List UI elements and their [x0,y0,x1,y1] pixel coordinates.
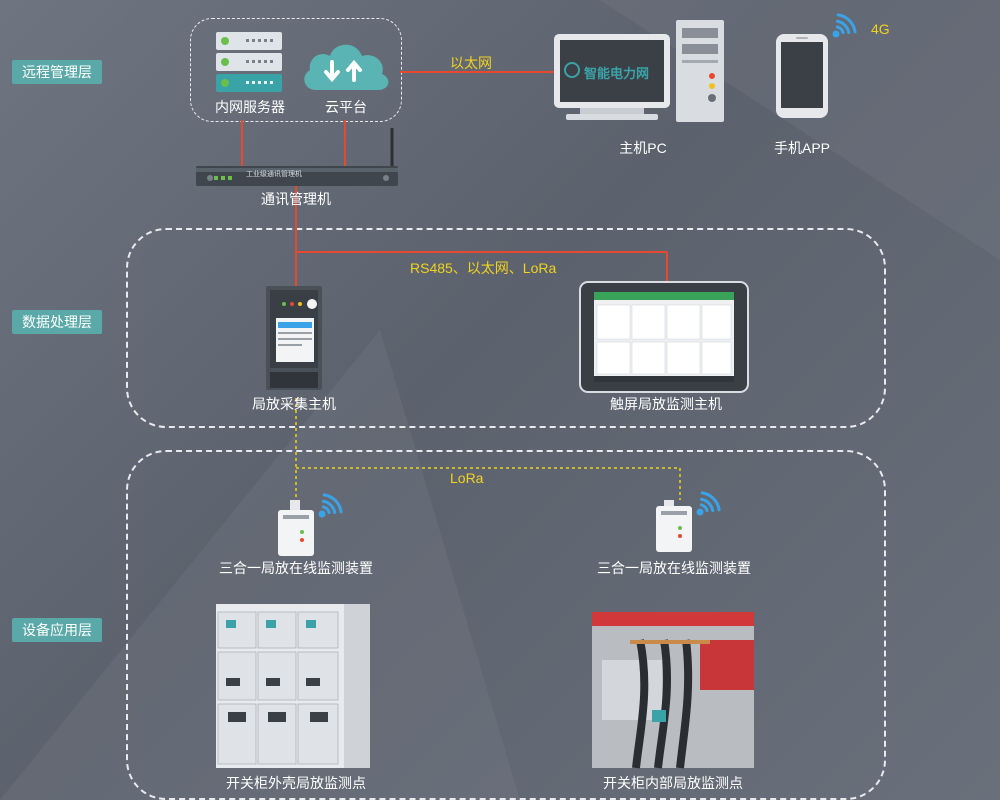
cabinet-inner-label: 开关柜内部局放监测点 [603,775,743,791]
pc-screen-brand: 智能电力网 [584,66,650,81]
processing-link-label: RS485、以太网、LoRa [410,260,557,276]
touch-host-label: 触屏局放监测主机 [610,396,722,412]
cabinet-outer-label: 开关柜外壳局放监测点 [226,775,366,791]
ethernet-label: 以太网 [450,55,492,71]
collector-label: 局放采集主机 [252,396,336,412]
layer-tag-remote: 远程管理层 [12,60,102,84]
phone-label: 手机APP [773,140,830,156]
comm-device-text: 工业级通讯管理机 [246,171,302,178]
cloud-label: 云平台 [325,99,367,115]
sensor-left-label: 三合一局放在线监测装置 [219,560,373,576]
sensor-right-label: 三合一局放在线监测装置 [597,560,751,576]
server-label: 内网服务器 [215,99,285,115]
remote-server-group-box [190,18,402,122]
device-layer-region [126,450,886,800]
network-4g-label: 4G [871,21,890,37]
pc-label: 主机PC [619,140,667,156]
comm-manager-label: 通讯管理机 [261,191,331,207]
layer-tag-processing: 数据处理层 [12,310,102,334]
lora-label: LoRa [450,470,484,486]
layer-tag-device: 设备应用层 [12,618,102,642]
processing-layer-region [126,228,886,428]
